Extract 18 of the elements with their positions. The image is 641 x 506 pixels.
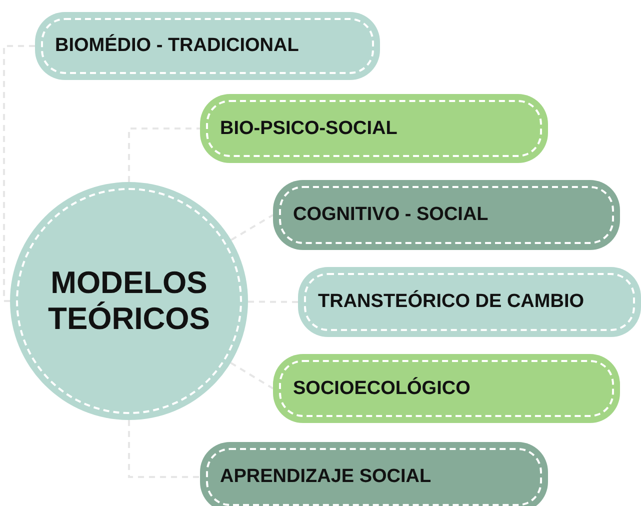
node-label: MODELOS TEÓRICOS <box>47 265 211 337</box>
connector-line <box>3 45 35 302</box>
model-pill <box>200 94 548 163</box>
node-label: TRANSTEÓRICO DE CAMBIO <box>318 291 584 313</box>
node-label: COGNITIVO - SOCIAL <box>293 204 488 226</box>
connector-line <box>230 214 274 241</box>
model-pill <box>298 267 641 337</box>
node-label: SOCIOECOLÓGICO <box>293 378 470 400</box>
node-label: BIO-PSICO-SOCIAL <box>220 118 398 140</box>
connector-line <box>128 128 200 182</box>
node-label: APRENDIZAJE SOCIAL <box>220 466 432 488</box>
node-label: BIOMÉDIO - TRADICIONAL <box>55 35 299 57</box>
model-pill <box>35 12 380 80</box>
connector-line <box>128 420 200 478</box>
model-pill <box>200 442 548 506</box>
model-pill <box>273 180 620 250</box>
model-pill <box>273 354 620 423</box>
connector-line <box>230 362 274 390</box>
